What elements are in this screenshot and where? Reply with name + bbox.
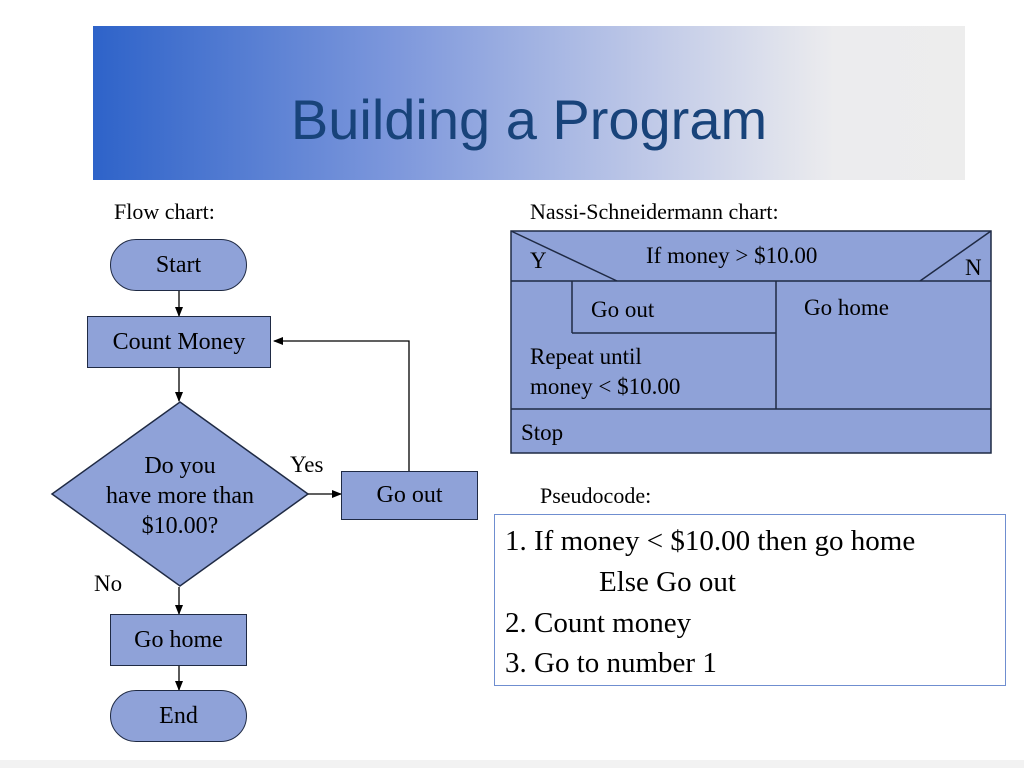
nassi-go-home: Go home — [804, 295, 889, 320]
title-banner: Building a Program — [93, 26, 965, 180]
decision-line-1: Do you — [144, 453, 216, 479]
flowchart-label: Flow chart: — [114, 199, 215, 224]
slide-title: Building a Program — [290, 88, 768, 151]
nassi-no-diagonal — [919, 230, 992, 282]
decision-diamond — [50, 401, 310, 587]
pseudocode-line-2: Else Go out — [599, 566, 736, 598]
end-terminal: End — [110, 690, 247, 742]
go-home-process: Go home — [110, 614, 247, 666]
no-label: No — [94, 571, 123, 596]
yes-label: Yes — [290, 452, 324, 477]
arrow-loop-back — [273, 337, 410, 471]
footer-band — [0, 760, 1024, 768]
nassi-repeat: Repeat until money < $10.00 — [530, 342, 680, 402]
pseudocode-line-1: 1. If money < $10.00 then go home — [505, 525, 916, 557]
nassi-repeat-line-1: Repeat until — [530, 344, 642, 369]
nassi-n-label: N — [965, 255, 982, 280]
count-money-process: Count Money — [87, 316, 271, 368]
decision-line-2: have more than — [106, 483, 254, 509]
pseudocode-box: 1. If money < $10.00 then go home Else G… — [494, 514, 1006, 686]
nassi-stop: Stop — [521, 420, 564, 445]
pseudocode-line-3: 2. Count money — [505, 607, 692, 639]
nassi-y-label: Y — [530, 248, 547, 273]
start-terminal: Start — [110, 239, 247, 291]
nassi-repeat-line-2: money < $10.00 — [530, 374, 681, 399]
decision-line-3: $10.00? — [141, 513, 219, 539]
pseudocode-line-4: 3. Go to number 1 — [505, 647, 717, 679]
pseudocode-label: Pseudocode: — [540, 483, 652, 508]
nassi-label: Nassi-Schneidermann chart: — [530, 199, 779, 224]
decision-text: Do you have more than $10.00? — [90, 451, 270, 541]
nassi-yes-diagonal — [510, 230, 618, 282]
nassi-go-out: Go out — [591, 297, 655, 322]
nassi-condition: If money > $10.00 — [646, 243, 818, 268]
go-out-process: Go out — [341, 471, 478, 520]
